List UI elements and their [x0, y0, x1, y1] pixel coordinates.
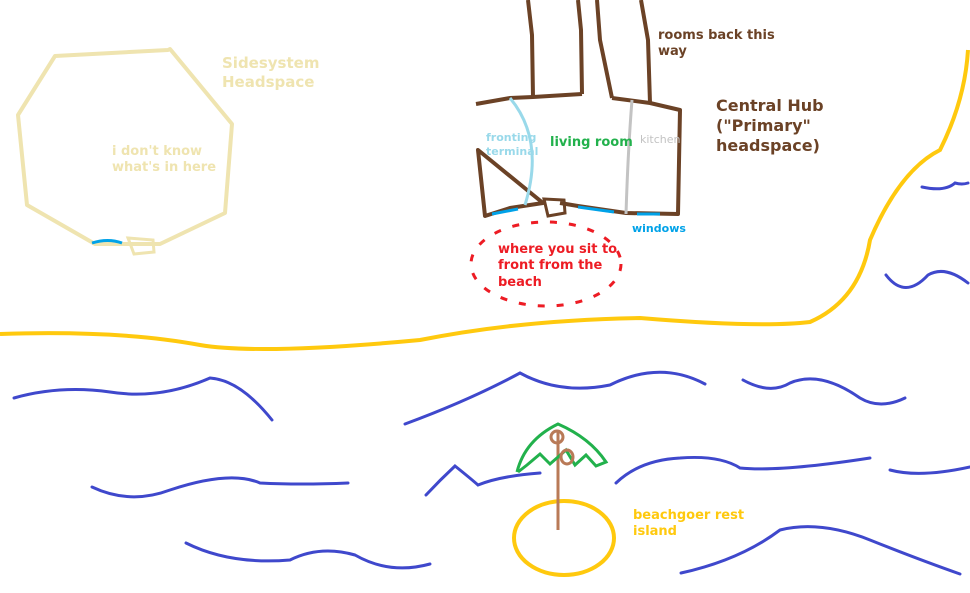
- shoreline: [0, 49, 970, 351]
- rooms-back-label: rooms back this way: [658, 28, 775, 60]
- coconut: [559, 448, 575, 466]
- corridor-left: [526, 0, 584, 98]
- windows-label: windows: [632, 222, 686, 235]
- ocean-waves: [12, 181, 970, 576]
- fronting-terminal-divider: [508, 97, 534, 206]
- hub-outline: [475, 92, 682, 218]
- fronting-terminal-label: fronting terminal: [486, 131, 539, 158]
- sidesystem-note: i don't know what's in here: [112, 144, 217, 176]
- island-label: beachgoer rest island: [633, 508, 745, 540]
- coconut: [549, 429, 565, 445]
- front-seat-label: where you sit to front from the beach: [498, 242, 618, 290]
- windows-strip: [491, 205, 660, 216]
- palm-leaves: [515, 422, 609, 474]
- sidesystem-outline: [16, 47, 234, 246]
- central-hub-label: Central Hub ("Primary" headspace): [716, 96, 824, 155]
- kitchen-label: kitchen: [640, 133, 681, 146]
- corridor-right: [595, 0, 652, 104]
- kitchen-divider: [624, 99, 634, 215]
- front-seat-area: [469, 220, 623, 308]
- living-room-label: living room: [550, 135, 633, 150]
- sidesystem-title: Sidesystem Headspace: [222, 54, 320, 91]
- island-outline: [512, 499, 616, 577]
- sidesystem-door: [125, 236, 156, 256]
- sidesystem-window: [91, 239, 123, 245]
- hub-door: [542, 197, 567, 218]
